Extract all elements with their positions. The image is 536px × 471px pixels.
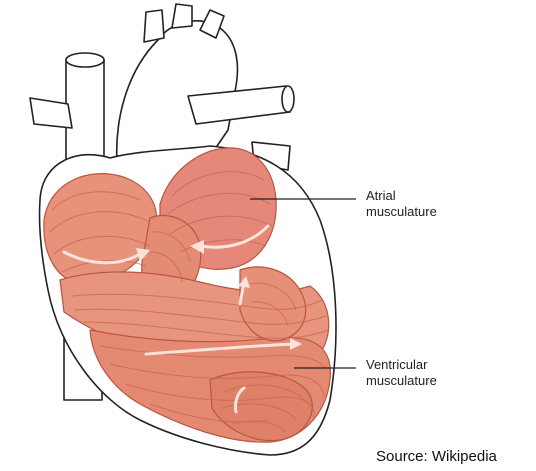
atrial-label-line2: musculature (366, 204, 437, 220)
aortic-branch-1 (144, 10, 164, 42)
pulmonary-artery-opening (282, 86, 294, 112)
superior-vena-cava-opening (66, 53, 104, 67)
ventricular-musculature-label: Ventricular musculature (366, 357, 437, 389)
ventricular-label-line1: Ventricular (366, 357, 437, 373)
atrial-label-line1: Atrial (366, 188, 437, 204)
aortic-branch-2 (172, 4, 192, 28)
atrial-musculature-label: Atrial musculature (366, 188, 437, 220)
source-caption: Source: Wikipedia (376, 448, 497, 465)
ventricular-label-line2: musculature (366, 373, 437, 389)
